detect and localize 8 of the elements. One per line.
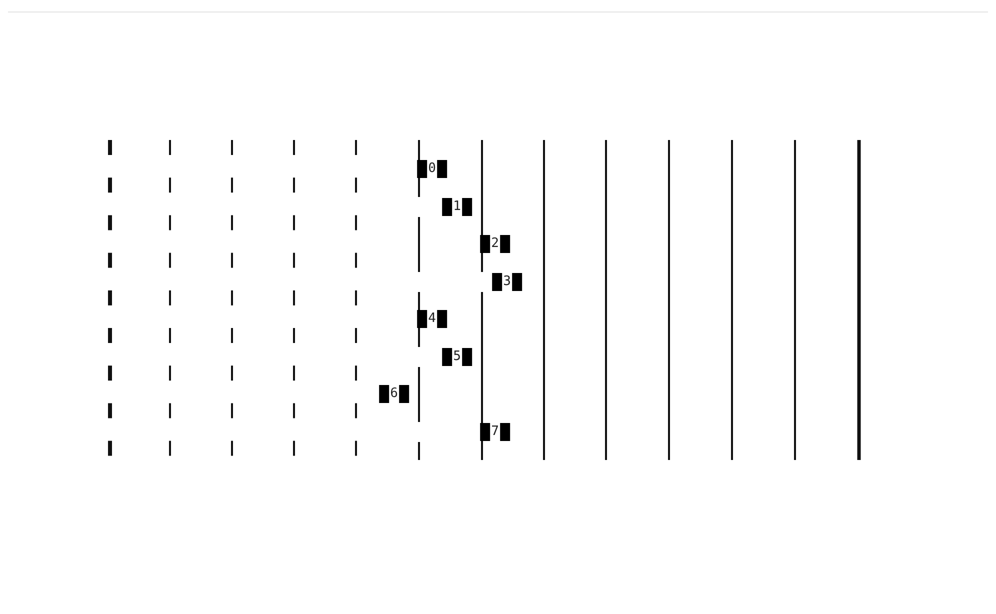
marker-label: 7: [480, 423, 510, 441]
marker-label: 0: [417, 160, 447, 178]
marker-label: 1: [442, 198, 472, 216]
marker-label: 3: [492, 273, 522, 291]
marker-label: 4: [417, 310, 447, 328]
marker-label: 6: [379, 385, 409, 403]
marker-label: 2: [480, 235, 510, 253]
marker-label: 5: [442, 348, 472, 366]
